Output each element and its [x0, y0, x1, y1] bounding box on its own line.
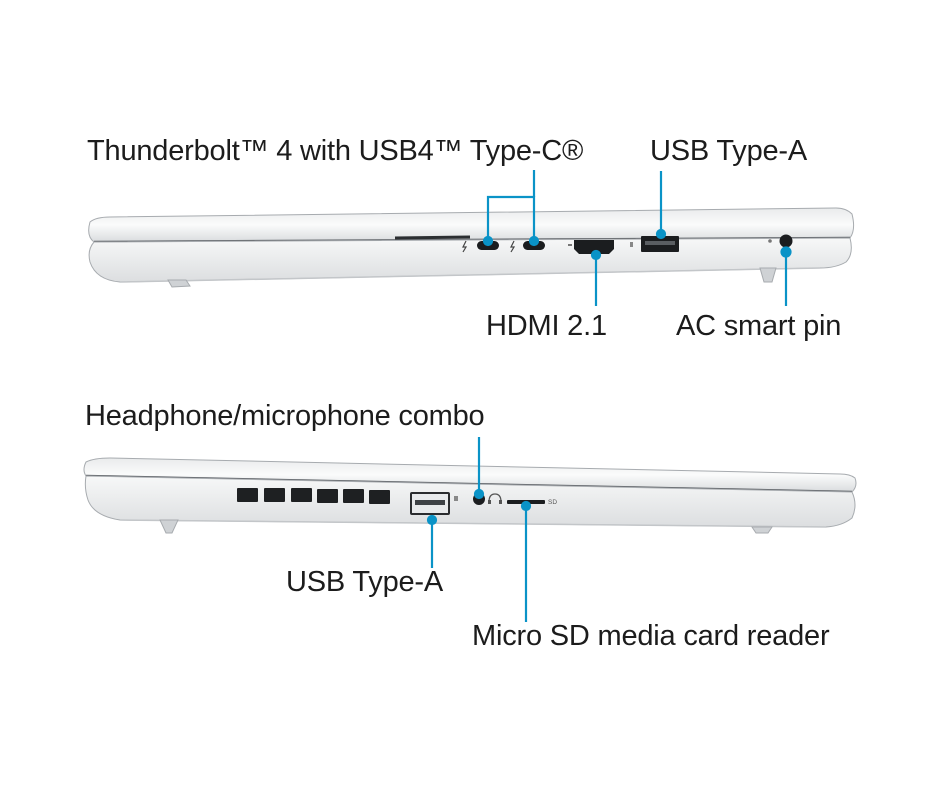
label-headphone-combo: Headphone/microphone combo	[85, 400, 485, 432]
thunderbolt-icon-2	[510, 240, 516, 253]
label-ac-smart-pin: AC smart pin	[676, 310, 842, 342]
headset-icon	[488, 493, 502, 504]
callout-lines-bottom	[426, 437, 532, 622]
label-usb-type-a-top: USB Type-A	[650, 135, 808, 167]
label-thunderbolt: Thunderbolt™ 4 with USB4™ Type-C®	[87, 135, 584, 167]
label-hdmi: HDMI 2.1	[486, 310, 607, 342]
usb-a-port-top	[630, 236, 679, 252]
sd-slot-label: SD	[548, 499, 557, 506]
ac-smart-pin-port	[768, 234, 793, 248]
laptop-bottom-body	[83, 457, 857, 534]
air-vents	[237, 488, 390, 504]
label-usb-type-a-bottom: USB Type-A	[286, 566, 444, 598]
usb-a-port-bottom	[410, 492, 458, 515]
thunderbolt-icon-1	[462, 240, 468, 253]
hdmi-port	[568, 240, 614, 254]
label-microsd-reader: Micro SD media card reader	[472, 620, 830, 652]
callout-lines-top	[482, 170, 792, 306]
